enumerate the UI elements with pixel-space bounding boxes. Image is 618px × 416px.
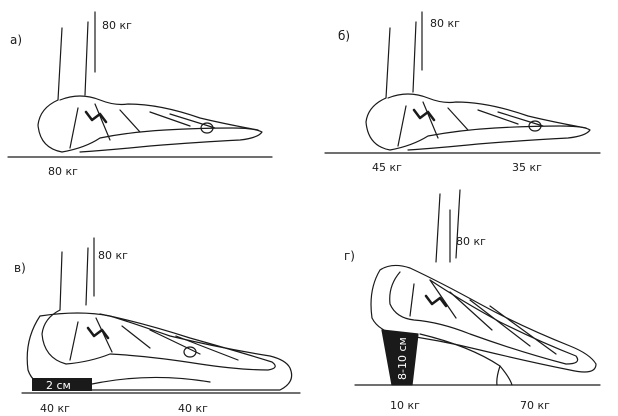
panel-a-dorsum xyxy=(60,96,258,130)
panel-c-heel-height: 2 см xyxy=(46,380,71,391)
panel-d-ground-load-toe: 70 кг xyxy=(520,400,550,411)
panel-a-ground-load: 80 кг xyxy=(48,166,78,177)
panel-c-tibia xyxy=(60,248,88,310)
panel-c-drawing xyxy=(22,238,300,393)
panel-b-tibia xyxy=(386,22,416,98)
panel-d-foot-outline xyxy=(390,272,578,364)
panel-b-ground-load-heel: 45 кг xyxy=(372,162,402,173)
panel-b-drawing xyxy=(325,12,600,153)
panel-c-sole-arch xyxy=(92,377,210,384)
panel-d-heel-height: 8-10 см xyxy=(397,337,408,380)
panel-d-top-load: 80 кг xyxy=(456,236,486,247)
panel-b-top-load: 80 кг xyxy=(430,18,460,29)
panel-d-tarsal-shading xyxy=(426,296,446,306)
panel-b-bones xyxy=(398,102,543,146)
panel-c-foot-outline xyxy=(42,310,275,370)
panel-a-drawing xyxy=(8,12,272,157)
panel-d-ground-load-heel: 10 кг xyxy=(390,400,420,411)
panel-d-letter: г) xyxy=(344,250,355,262)
panel-b-dorsum xyxy=(388,94,586,128)
panel-b-tarsal-shading xyxy=(414,110,434,120)
panel-b-letter: б) xyxy=(338,30,350,42)
panel-a-top-load: 80 кг xyxy=(102,20,132,31)
panel-a-foot-outline xyxy=(38,100,262,152)
panel-d-bones xyxy=(410,280,556,354)
panel-c-ground-load-toe: 40 кг xyxy=(178,403,208,414)
panel-d-tibia xyxy=(436,190,460,262)
panel-a-tarsal-shading xyxy=(86,112,106,122)
panel-c-top-load: 80 кг xyxy=(98,250,128,261)
panel-a-bones xyxy=(70,104,215,148)
panel-d-shank xyxy=(420,334,512,385)
panel-b-foot-outline xyxy=(366,98,590,150)
panel-a-letter: а) xyxy=(10,34,22,46)
panel-c-ground-load-heel: 40 кг xyxy=(40,403,70,414)
panel-c-letter: в) xyxy=(14,262,26,274)
panel-a-tibia xyxy=(58,22,88,100)
panel-c-joint xyxy=(184,347,196,357)
panel-b-ground-load-toe: 35 кг xyxy=(512,162,542,173)
panel-d-shank-inner xyxy=(497,366,500,385)
panel-c-bones xyxy=(70,318,238,360)
